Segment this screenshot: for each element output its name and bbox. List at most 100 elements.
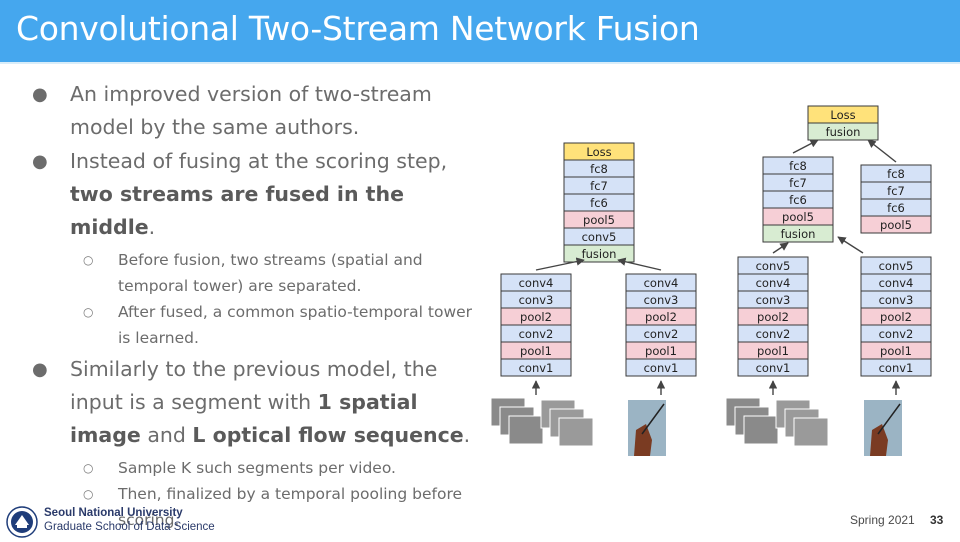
bullet-3-bold-2: L optical flow sequence <box>192 423 464 447</box>
right-temporal-layer-label: conv2 <box>756 327 791 341</box>
right-spatial-fc-layer-box <box>860 215 932 234</box>
left-fused-layer-label: pool5 <box>583 213 615 227</box>
sub-bullet-text: Sample K such segments per video. <box>118 459 396 477</box>
left-spatial-layer-label: conv3 <box>644 293 679 307</box>
title-divider <box>0 62 960 64</box>
university-name: Seoul National University <box>44 507 183 519</box>
left-fused-layer-label: fusion <box>582 247 617 261</box>
right-spatial-layer-label: conv1 <box>879 361 914 375</box>
bullet-2-bold: two streams are fused in the middle <box>70 182 404 239</box>
sub-bullet-ring-icon: ○ <box>83 305 94 319</box>
sub-bullet-3-2: ○ Then, finalized by a temporal pooling … <box>28 481 478 533</box>
sub-bullet-text: Before fusion, two streams (spatial and … <box>118 251 423 295</box>
right-loss-layer-box <box>807 122 879 141</box>
right-temporal-layer-label: conv5 <box>756 259 791 273</box>
left-temporal-layer-label: pool2 <box>520 310 552 324</box>
right-spatial-layer-label: pool1 <box>880 344 912 358</box>
sub-bullet-2-1: ○ Before fusion, two streams (spatial an… <box>28 247 478 299</box>
right-fused-layer-label: pool5 <box>782 210 814 224</box>
optical-flow-frames <box>743 415 779 445</box>
right-fused-layer-label: fc8 <box>789 159 807 173</box>
bullet-3-text: Similarly to the previous model, the inp… <box>70 357 438 414</box>
flow-arrow <box>535 257 585 271</box>
optical-flow-frames <box>793 417 829 447</box>
bullet-3-text-2: and <box>140 423 193 447</box>
bullet-1: ● An improved version of two-stream mode… <box>28 78 478 144</box>
right-spatial-layer-label: conv5 <box>879 259 914 273</box>
right-spatial-fc-layer-label: fc7 <box>887 184 905 198</box>
left-fused-layer-label: fc7 <box>590 179 608 193</box>
left-spatial-layer-label: conv2 <box>644 327 679 341</box>
left-spatial-layer-label: conv1 <box>644 361 679 375</box>
left-spatial-layer-label: pool1 <box>645 344 677 358</box>
university-logo-icon <box>6 506 38 538</box>
right-loss-layer-label: fusion <box>826 125 861 139</box>
term-label: Spring 2021 <box>850 513 915 527</box>
spatial-rgb-frame-bow <box>877 403 901 435</box>
sub-bullet-text: After fused, a common spatio-temporal to… <box>118 303 473 347</box>
left-temporal-layer-label: conv3 <box>519 293 554 307</box>
right-temporal-layer-label: pool2 <box>757 310 789 324</box>
bullet-1-text: An improved version of two-stream model … <box>70 82 432 139</box>
spatial-rgb-frame-bow <box>641 403 665 435</box>
right-spatial-layer-label: conv2 <box>879 327 914 341</box>
right-spatial-layer-label: pool2 <box>880 310 912 324</box>
right-spatial-layer-label: conv4 <box>879 276 914 290</box>
bullet-2-text: Instead of fusing at the scoring step, <box>70 149 448 173</box>
left-temporal-layer-label: conv1 <box>519 361 554 375</box>
bullet-2: ● Instead of fusing at the scoring step,… <box>28 145 478 244</box>
fusion-architecture-diagram: Loss fc8 fc7 fc6 pool5 conv5 fusion conv4 conv3 p… <box>488 100 948 460</box>
left-fused-layer-label: Loss <box>586 145 611 159</box>
left-spatial-layer-box <box>625 358 697 377</box>
left-temporal-layer-label: conv4 <box>519 276 554 290</box>
bullet-3: ● Similarly to the previous model, the i… <box>28 353 478 452</box>
left-temporal-layer-label: conv2 <box>519 327 554 341</box>
optical-flow-frames <box>508 415 544 445</box>
right-fused-layer-label: fc7 <box>789 176 807 190</box>
right-spatial-layer-label: conv3 <box>879 293 914 307</box>
left-temporal-layer-label: pool1 <box>520 344 552 358</box>
right-spatial-layer-box <box>860 358 932 377</box>
flow-arrow <box>772 242 789 254</box>
right-spatial-fc-layer-label: pool5 <box>880 218 912 232</box>
sub-bullet-ring-icon: ○ <box>83 461 94 475</box>
sub-bullet-ring-icon: ○ <box>83 253 94 267</box>
school-name: Graduate School of Data Science <box>44 521 215 533</box>
bullet-list: ● An improved version of two-stream mode… <box>28 78 478 533</box>
right-fused-layer-label: fc6 <box>789 193 807 207</box>
right-fused-layer-label: fusion <box>781 227 816 241</box>
bullet-dot-icon: ● <box>32 84 48 105</box>
optical-flow-frames <box>558 417 594 447</box>
bullet-3-end: . <box>463 423 471 447</box>
page-number: 33 <box>930 513 944 527</box>
bullet-2-end: . <box>148 215 156 239</box>
bullet-dot-icon: ● <box>32 359 48 380</box>
flow-arrow <box>837 236 864 254</box>
right-temporal-layer-label: conv3 <box>756 293 791 307</box>
right-spatial-fc-layer-label: fc6 <box>887 201 905 215</box>
right-loss-layer-label: Loss <box>830 108 855 122</box>
left-fused-layer-label: fc8 <box>590 162 608 176</box>
right-spatial-fc-layer-label: fc8 <box>887 167 905 181</box>
left-temporal-layer-box <box>500 358 572 377</box>
slide-title: Convolutional Two-Stream Network Fusion <box>16 9 700 48</box>
bullet-3-bold-1: 1 spatial image <box>70 390 418 447</box>
spatial-rgb-frame-figure <box>870 424 888 456</box>
flow-arrow <box>867 139 897 163</box>
left-fused-layer-label: conv5 <box>582 230 617 244</box>
spatial-rgb-frame-figure <box>634 424 652 456</box>
right-fused-layer-box <box>762 224 834 243</box>
left-spatial-layer-label: conv4 <box>644 276 679 290</box>
right-temporal-layer-label: conv4 <box>756 276 791 290</box>
sub-bullet-text: Then, finalized by a temporal pooling be… <box>118 485 463 529</box>
right-temporal-layer-label: conv1 <box>756 361 791 375</box>
left-spatial-layer-label: pool2 <box>645 310 677 324</box>
left-fused-layer-label: fc6 <box>590 196 608 210</box>
sub-bullet-3-1: ○ Sample K such segments per video. <box>28 455 478 481</box>
bullet-dot-icon: ● <box>32 151 48 172</box>
sub-bullet-2-2: ○ After fused, a common spatio-temporal … <box>28 299 478 351</box>
right-temporal-layer-box <box>737 358 809 377</box>
right-temporal-layer-label: pool1 <box>757 344 789 358</box>
sub-bullet-ring-icon: ○ <box>83 487 94 501</box>
title-bar: Convolutional Two-Stream Network Fusion <box>0 0 960 62</box>
